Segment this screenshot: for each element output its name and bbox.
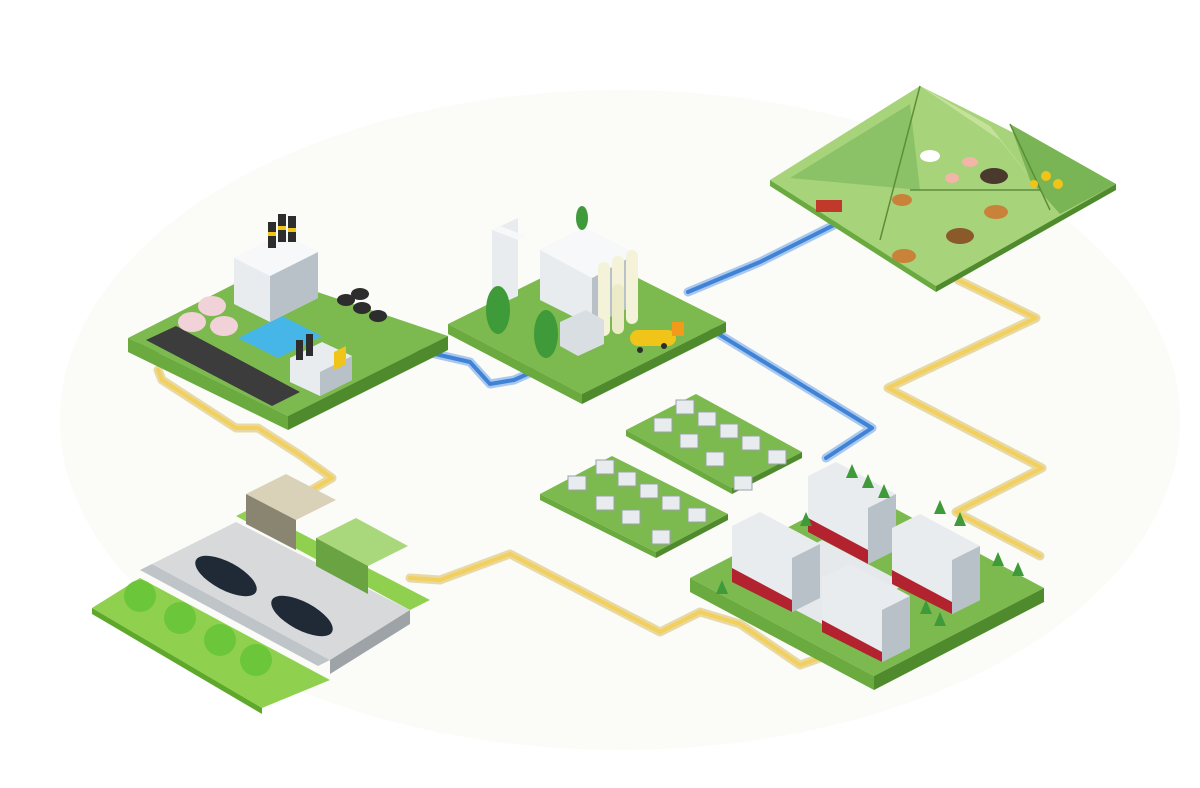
- cars: [195, 555, 333, 637]
- water-pool: [238, 316, 322, 358]
- parking-surface: [152, 522, 410, 660]
- plant-main-building: [234, 234, 318, 322]
- tanker-truck: [630, 322, 684, 353]
- blue-pipe-processing-to-apartments: [707, 325, 877, 463]
- chimneys: [268, 214, 296, 248]
- sunflower-field: [1010, 124, 1116, 214]
- houses: [567, 399, 787, 545]
- plant-road: [146, 326, 300, 406]
- pipe-network: [153, 219, 1047, 670]
- sunflowers: [1030, 171, 1063, 189]
- apartment-complex[interactable]: [690, 462, 1044, 690]
- annex-building: [560, 310, 604, 356]
- yellow-pipe-parking-to-apartments: [405, 549, 825, 670]
- power-plant[interactable]: [128, 214, 448, 430]
- divider-wall: [140, 564, 330, 666]
- livestock: [892, 150, 1008, 263]
- silos: [598, 250, 638, 336]
- tractor: [816, 200, 842, 212]
- trees: [486, 206, 588, 358]
- blue-pipe-power-to-processing: [413, 345, 537, 389]
- processing-plant[interactable]: [448, 206, 726, 404]
- house-blocks[interactable]: [540, 394, 802, 558]
- apartment-trees: [716, 464, 1024, 626]
- apartment-buildings: [732, 462, 980, 662]
- yellow-pipe-power-to-parking: [153, 365, 337, 497]
- farm-platform: [770, 86, 1116, 286]
- hedges: [124, 580, 272, 676]
- house-block-south: [540, 456, 728, 552]
- crop-field: [790, 104, 920, 190]
- tall-chimney: [492, 218, 518, 308]
- yellow-structure: [334, 346, 346, 370]
- farm-pasture[interactable]: [770, 85, 1116, 292]
- yellow-pipe-farm-to-apartments: [883, 275, 1047, 561]
- storage-domes: [178, 296, 238, 336]
- carport-canopy: [246, 474, 408, 594]
- black-tanks: [337, 288, 387, 322]
- blue-pipe-processing-to-farm: [683, 219, 841, 297]
- parking-lot[interactable]: [92, 474, 430, 714]
